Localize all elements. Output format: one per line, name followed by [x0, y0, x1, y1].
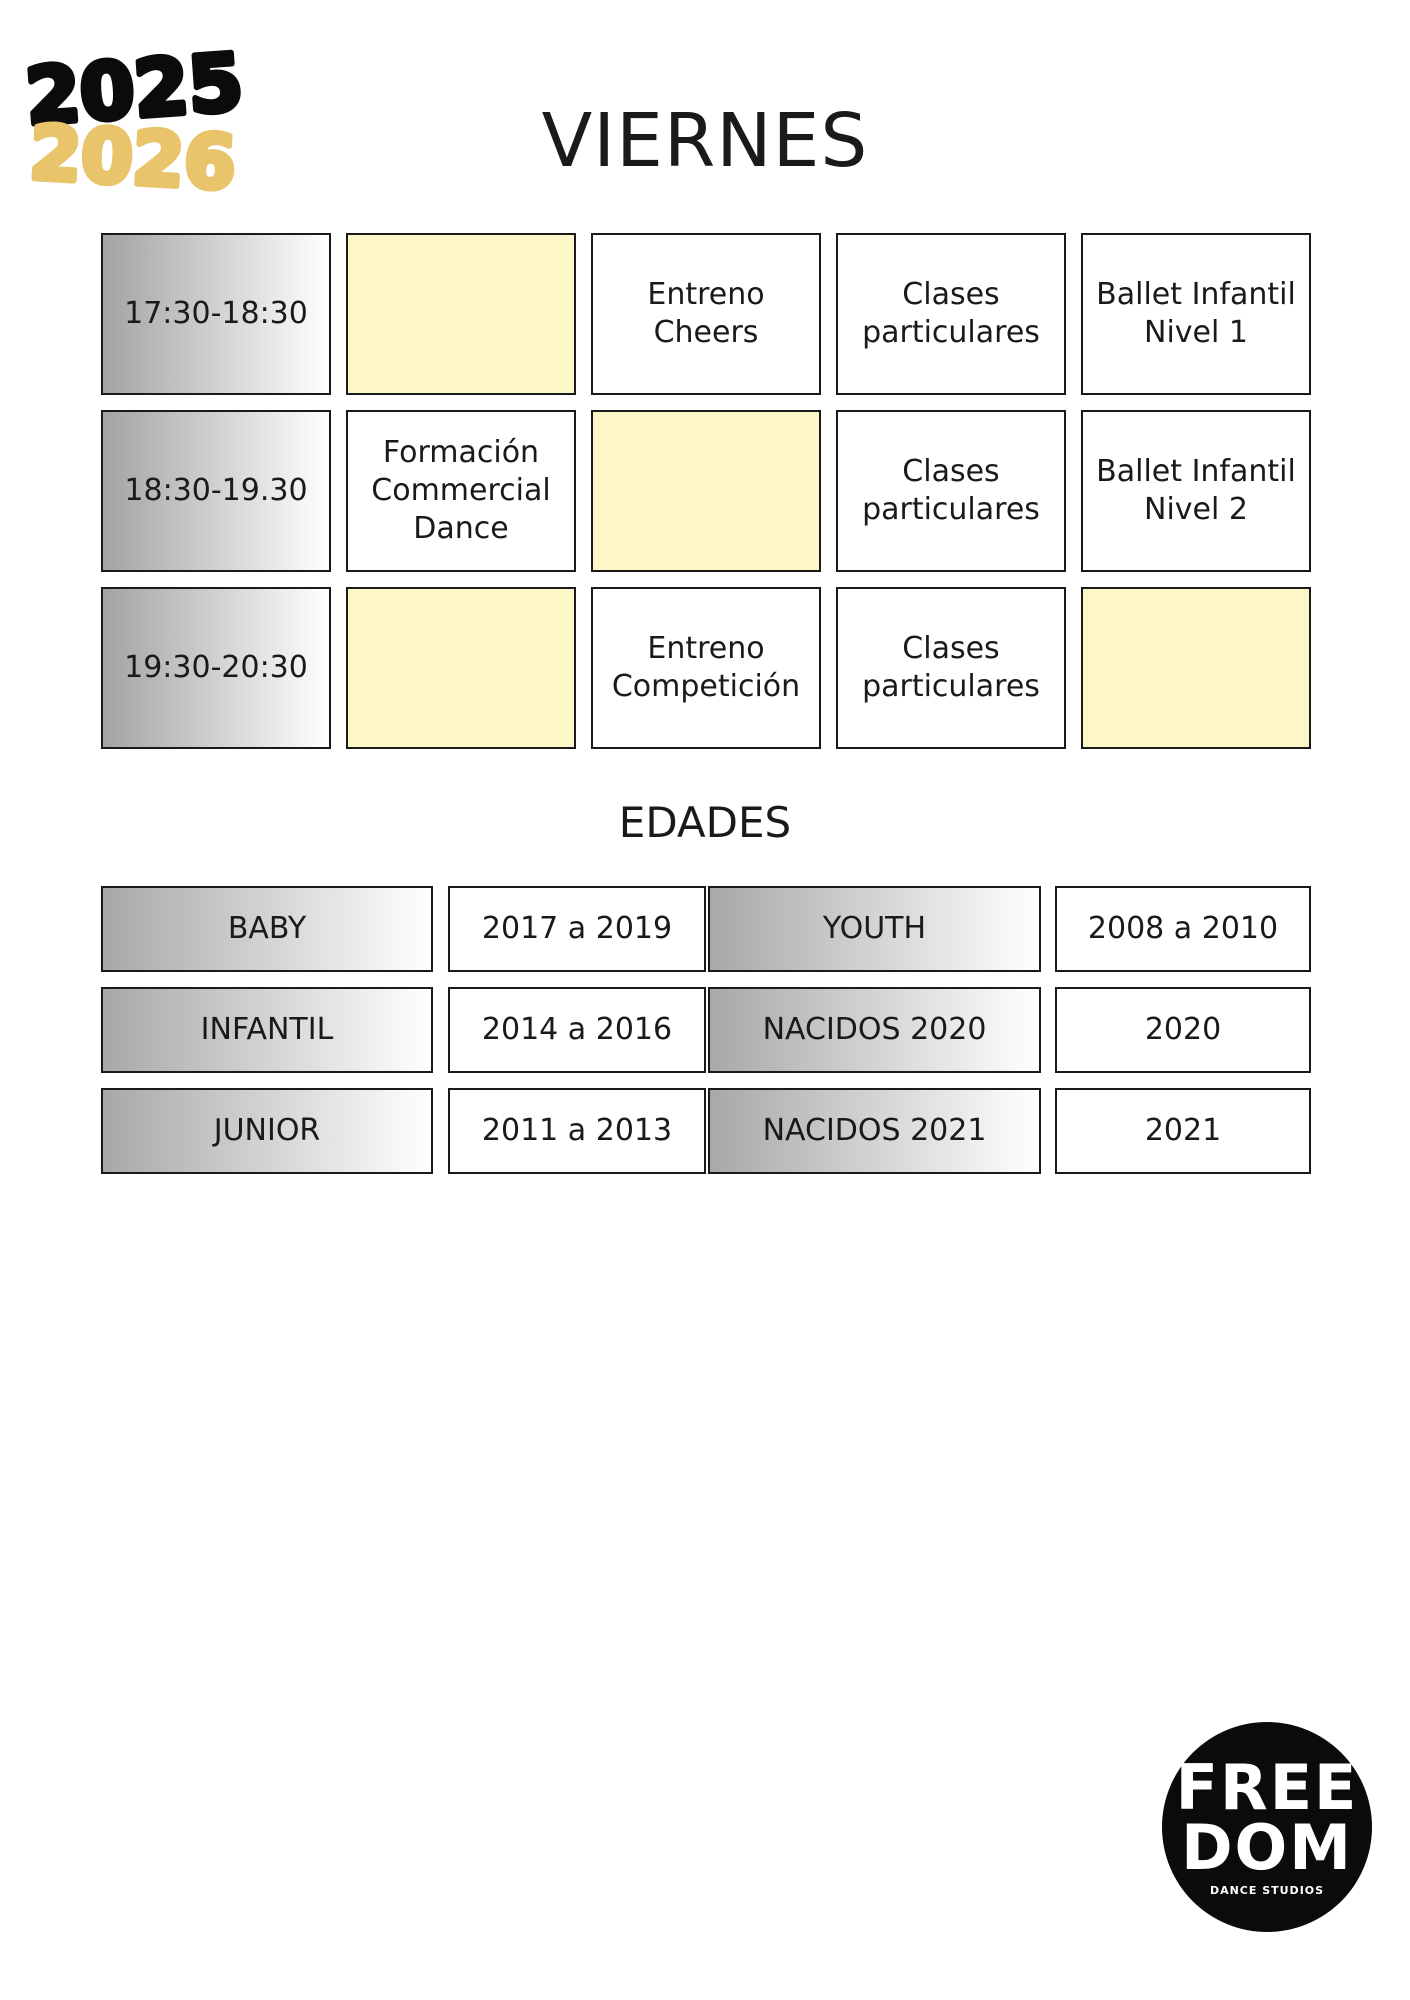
age-group: YOUTH: [708, 886, 1041, 972]
ages-title: EDADES: [618, 798, 792, 847]
age-group: BABY: [101, 886, 433, 972]
empty-slot: [346, 233, 576, 395]
years-logo: 2025 2026: [20, 34, 262, 210]
age-group: JUNIOR: [101, 1088, 433, 1174]
empty-slot: [346, 587, 576, 749]
empty-slot: [591, 410, 821, 572]
class-slot: Formación Commercial Dance: [346, 410, 576, 572]
brand-subtitle: DANCE STUDIOS: [1209, 1883, 1325, 1897]
age-range: 2011 a 2013: [448, 1088, 706, 1174]
year-start: 2025: [23, 38, 246, 143]
years-logo-graphic: 2025 2026: [20, 35, 249, 210]
age-group: NACIDOS 2021: [708, 1088, 1041, 1174]
brand-word-bottom: DOM: [1181, 1810, 1353, 1884]
age-range: 2017 a 2019: [448, 886, 706, 972]
time-slot: 17:30-18:30: [101, 233, 331, 395]
age-range: 2020: [1055, 987, 1311, 1073]
brand-word-top: FREE: [1175, 1750, 1359, 1824]
class-slot: Clases particulares: [836, 233, 1066, 395]
time-slot: 19:30-20:30: [101, 587, 331, 749]
class-slot: Clases particulares: [836, 587, 1066, 749]
class-slot: Clases particulares: [836, 410, 1066, 572]
page-title: VIERNES: [541, 98, 869, 184]
empty-slot: [1081, 587, 1311, 749]
age-range: 2008 a 2010: [1055, 886, 1311, 972]
age-group: NACIDOS 2020: [708, 987, 1041, 1073]
year-end: 2026: [28, 110, 238, 204]
age-group: INFANTIL: [101, 987, 433, 1073]
age-range: 2021: [1055, 1088, 1311, 1174]
class-slot: Entreno Cheers: [591, 233, 821, 395]
class-slot: Ballet Infantil Nivel 1: [1081, 233, 1311, 395]
freedom-logo: FREE DOM DANCE STUDIOS: [1162, 1722, 1372, 1932]
class-slot: Ballet Infantil Nivel 2: [1081, 410, 1311, 572]
age-range: 2014 a 2016: [448, 987, 706, 1073]
class-slot: Entreno Competición: [591, 587, 821, 749]
time-slot: 18:30-19.30: [101, 410, 331, 572]
